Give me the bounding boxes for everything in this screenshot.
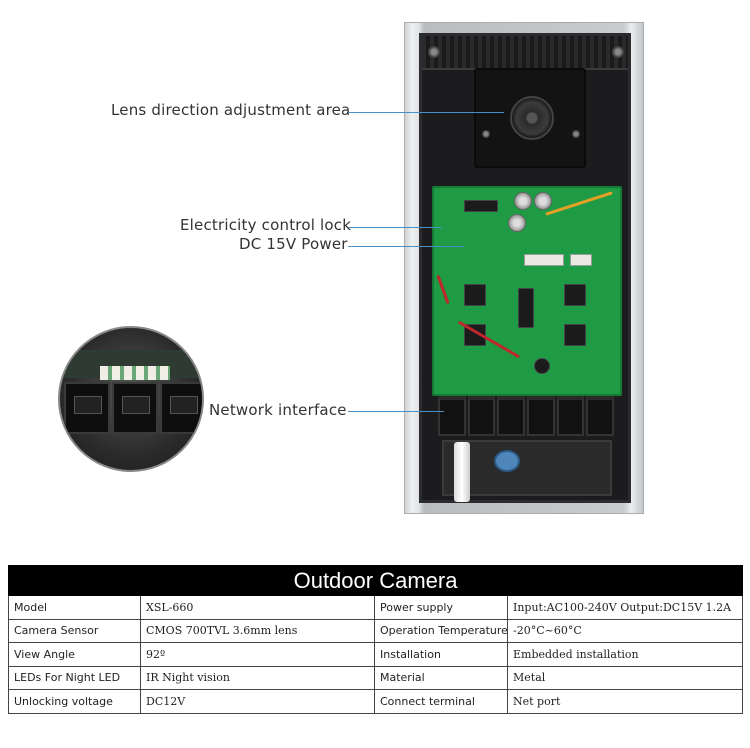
rj45-port [112, 382, 158, 434]
connector [524, 254, 564, 266]
capacitor [514, 192, 532, 210]
spec-value: DC12V [140, 689, 375, 714]
chip [518, 288, 534, 328]
lens-plate [474, 68, 586, 168]
chip [564, 284, 586, 306]
capacitor [508, 214, 526, 232]
spec-value: 92º [140, 642, 375, 667]
spec-label: Installation [374, 642, 508, 667]
chip [564, 324, 586, 346]
network-ports [438, 396, 615, 436]
rj45-port [556, 396, 585, 436]
spec-label: Model [8, 595, 141, 620]
connector [570, 254, 592, 266]
screw-icon [428, 46, 440, 58]
spec-label: Unlocking voltage [8, 689, 141, 714]
spec-value: -20°C~60°C [506, 618, 744, 643]
rj45-port [497, 396, 526, 436]
rj45-port [527, 396, 555, 436]
rj45-port [160, 382, 202, 434]
network-cable [454, 442, 470, 502]
table-row: LEDs For Night LED IR Night vision Mater… [8, 665, 744, 690]
camera-device-photo [404, 22, 644, 514]
wire [436, 274, 450, 305]
capacitor [534, 192, 552, 210]
rj45-port [438, 396, 466, 436]
spec-label: Camera Sensor [8, 618, 141, 643]
spec-label: Material [374, 665, 508, 690]
spec-label: Operation Temperature [374, 618, 508, 643]
spec-value: Input:AC100-240V Output:DC15V 1.2A [506, 595, 744, 620]
spec-value: CMOS 700TVL 3.6mm lens [140, 618, 375, 643]
spec-value: XSL-660 [140, 595, 375, 620]
screw-icon [572, 130, 580, 138]
leader-line-network [348, 411, 444, 412]
callout-lock: Electricity control lock [180, 216, 352, 234]
spec-label: LEDs For Night LED [8, 665, 141, 690]
rj45-port [586, 396, 615, 436]
spec-value: IR Night vision [140, 665, 375, 690]
leader-line-lock [348, 227, 442, 228]
network-port-zoom [58, 326, 204, 472]
top-rail [422, 36, 628, 70]
table-row: View Angle 92º Installation Embedded ins… [8, 642, 744, 667]
lens-knob-icon [510, 96, 554, 140]
spec-value: Metal [506, 665, 744, 690]
table-row: Model XSL-660 Power supply Input:AC100-2… [8, 595, 744, 620]
bottom-compartment [442, 440, 612, 502]
spec-table: Outdoor Camera Model XSL-660 Power suppl… [7, 565, 744, 714]
callout-power: DC 15V Power [239, 235, 348, 253]
chip [464, 284, 486, 306]
buzzer [534, 358, 550, 374]
screw-icon [612, 46, 624, 58]
wire [545, 191, 613, 216]
spec-label: Power supply [374, 595, 508, 620]
zoom-components [100, 366, 170, 380]
spec-value: Embedded installation [506, 642, 744, 667]
table-row: Unlocking voltage DC12V Connect terminal… [8, 689, 744, 714]
camera-housing [419, 33, 631, 503]
circuit-board [432, 186, 622, 396]
chip [464, 200, 498, 212]
spec-label: Connect terminal [374, 689, 508, 714]
cable-connector [494, 450, 520, 472]
spec-table-title: Outdoor Camera [7, 565, 744, 596]
spec-label: View Angle [8, 642, 141, 667]
screw-icon [482, 130, 490, 138]
callout-lens: Lens direction adjustment area [111, 101, 351, 119]
leader-line-power [348, 246, 464, 247]
spec-value: Net port [506, 689, 744, 714]
spec-table-title-row: Outdoor Camera [7, 565, 744, 596]
leader-line-lens [348, 112, 504, 113]
table-row: Camera Sensor CMOS 700TVL 3.6mm lens Ope… [8, 618, 744, 643]
callout-network: Network interface [209, 401, 347, 419]
rj45-port [64, 382, 110, 434]
rj45-port [467, 396, 496, 436]
